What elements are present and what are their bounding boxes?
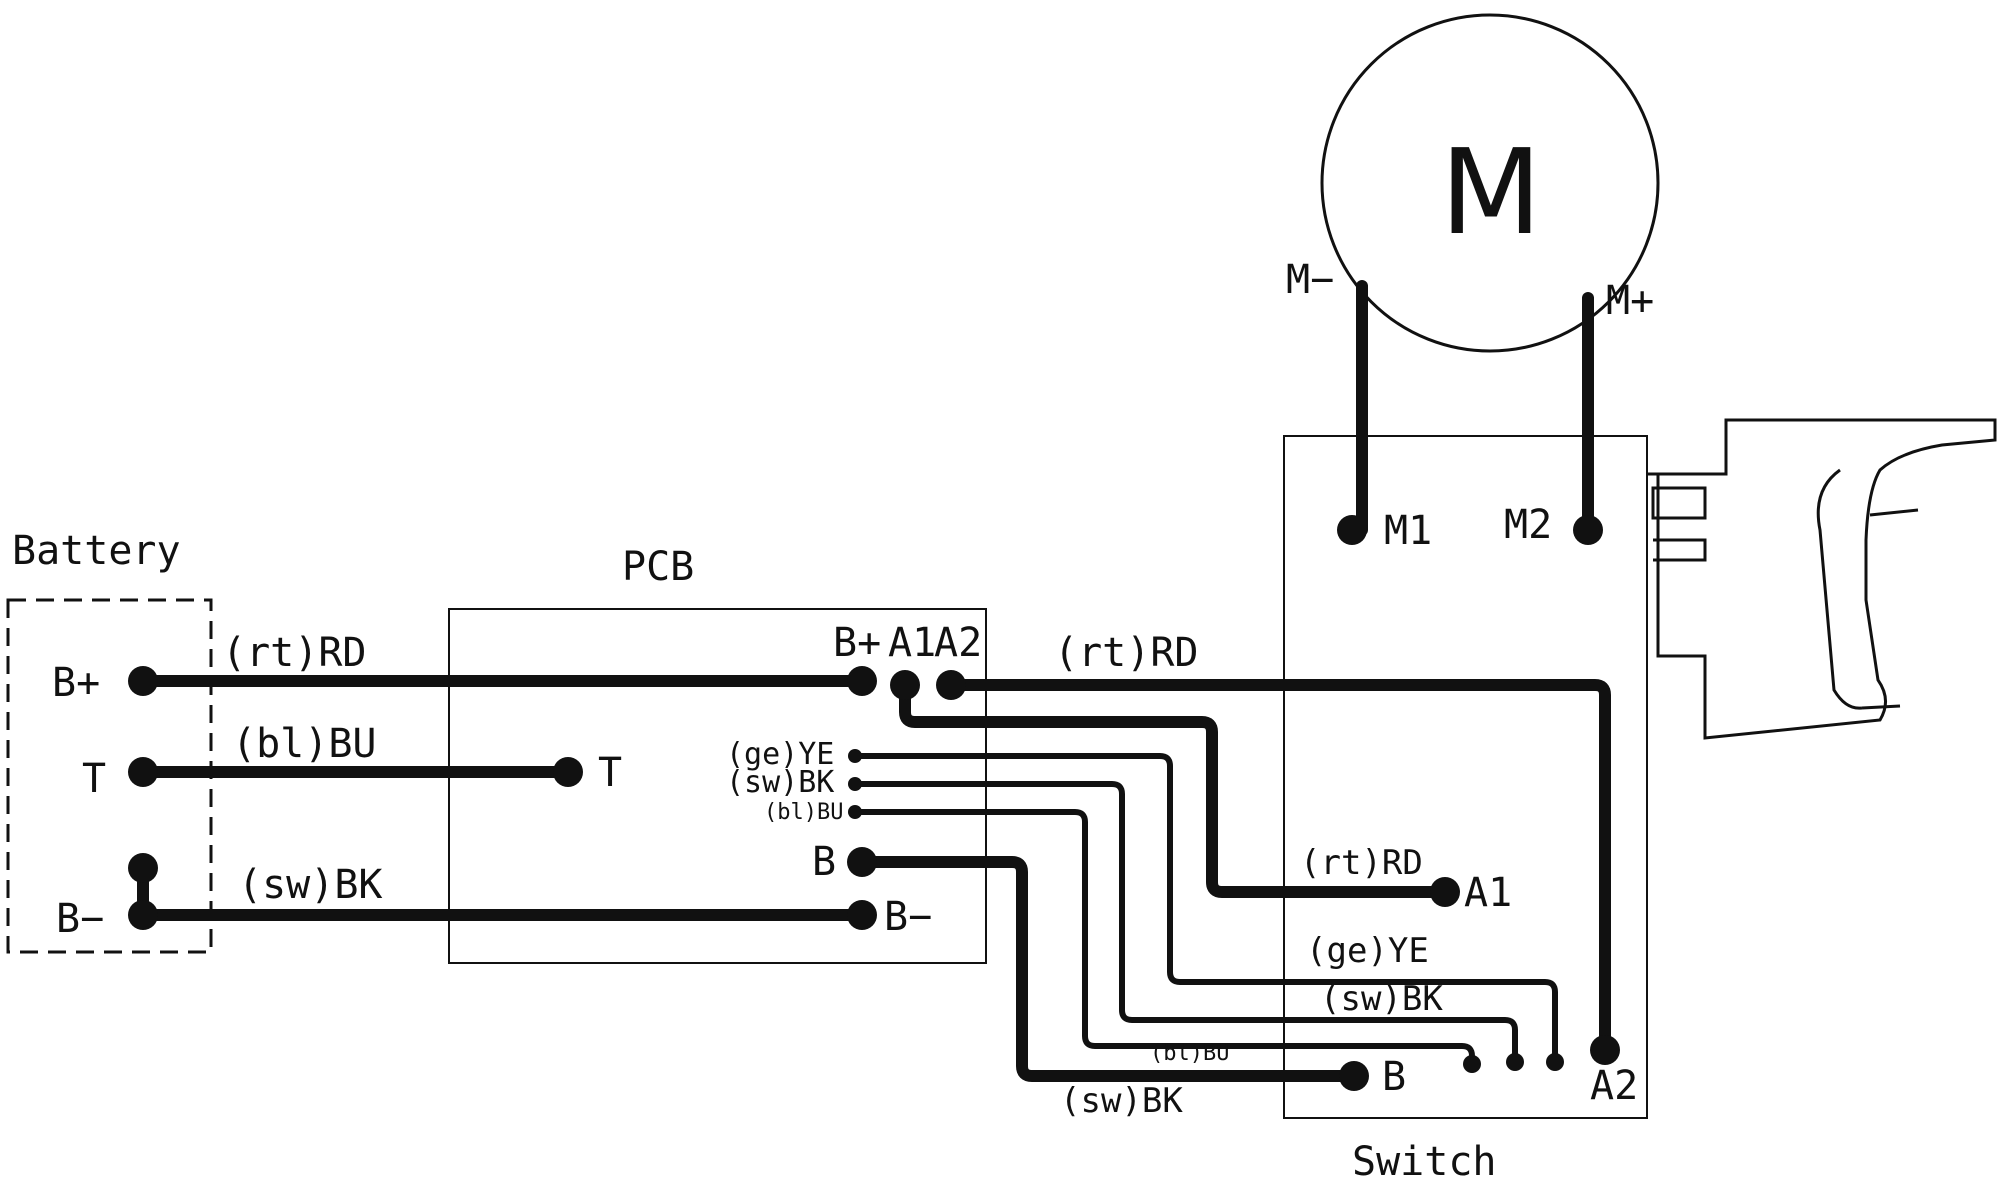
switch-m2-label: M2 [1504, 502, 1552, 548]
thin-wires [852, 753, 1558, 1065]
battery-label: Battery [12, 528, 181, 574]
switch-ye-label: (ge)YE [1306, 931, 1429, 971]
switch-b-label: B [1382, 1054, 1406, 1100]
pcb-t-label: T [598, 750, 622, 796]
pcb-bplus-dot [847, 666, 877, 696]
switch-a1-label: A1 [1464, 870, 1512, 916]
switch-label: Switch [1352, 1139, 1497, 1181]
switch-m1-label: M1 [1384, 508, 1432, 554]
switch-b-wire-label: (sw)BK [1060, 1081, 1183, 1121]
motor-mplus-label: M+ [1606, 278, 1654, 324]
switch-m2-dot [1573, 515, 1603, 545]
pcb-b-dot [847, 847, 877, 877]
wire-a1 [899, 679, 1451, 898]
battery-t-label: T [82, 756, 106, 802]
motor-circle [1320, 13, 1660, 353]
wire-bk-thin [852, 781, 1518, 1063]
battery-bridge-dot [128, 853, 158, 883]
wire-bu-thin [852, 809, 1475, 1065]
battery-bplus-label: B+ [52, 660, 100, 706]
wire-t-label: (bl)BU [232, 721, 377, 767]
switch-m1-dot [1337, 515, 1367, 545]
wire-b [856, 856, 1360, 1082]
wire-bminus-label: (sw)BK [238, 862, 383, 908]
motor-label: M [1440, 123, 1542, 261]
switch-bk-dot [1506, 1053, 1524, 1071]
switch-bu-dot [1463, 1055, 1481, 1073]
pcb-a1-label: A1 [888, 620, 936, 666]
pcb-bu-label: (bl)BU [764, 800, 843, 825]
motor-mminus-label: M− [1286, 257, 1334, 303]
pcb-bplus-label: B+ [833, 620, 881, 666]
pcb-t-dot [553, 757, 583, 787]
battery-bplus-dot [128, 666, 158, 696]
terminal-dots [128, 515, 1620, 1091]
pcb-a1-dot [890, 670, 920, 700]
pcb-bk-label: (sw)BK [726, 765, 834, 800]
pcb-b-label: B [812, 839, 836, 885]
battery-t-dot [128, 757, 158, 787]
switch-ye-dot [1546, 1053, 1564, 1071]
trigger-icon [1648, 418, 1997, 740]
pcb-bminus-label: B− [884, 894, 932, 940]
battery-bminus-label: B− [56, 896, 104, 942]
pcb-label: PCB [622, 544, 694, 590]
wire-ye [852, 753, 1558, 1063]
pcb-ye-dot [848, 749, 862, 763]
switch-b-dot [1339, 1061, 1369, 1091]
wire-a2-label: (rt)RD [1054, 630, 1199, 676]
switch-a1-wire-label: (rt)RD [1300, 843, 1423, 883]
switch-box [1283, 435, 1648, 1119]
pcb-a2-label: A2 [934, 620, 982, 666]
pcb-bminus-dot [847, 900, 877, 930]
switch-bk-label: (sw)BK [1320, 979, 1443, 1019]
thick-wires [137, 280, 1611, 1082]
pcb-a2-dot [936, 670, 966, 700]
pcb-ye-label: (ge)YE [726, 737, 834, 772]
switch-bu-label: (bl)BU [1150, 1041, 1229, 1066]
pcb-bu-dot [848, 805, 862, 819]
wire-a2 [945, 679, 1611, 1054]
wire-bplus-label: (rt)RD [222, 630, 367, 676]
switch-a1-dot [1430, 877, 1460, 907]
switch-a2-dot [1590, 1035, 1620, 1065]
switch-a2-label: A2 [1590, 1063, 1638, 1109]
battery-bminus-dot [128, 900, 158, 930]
pcb-bk-dot [848, 777, 862, 791]
